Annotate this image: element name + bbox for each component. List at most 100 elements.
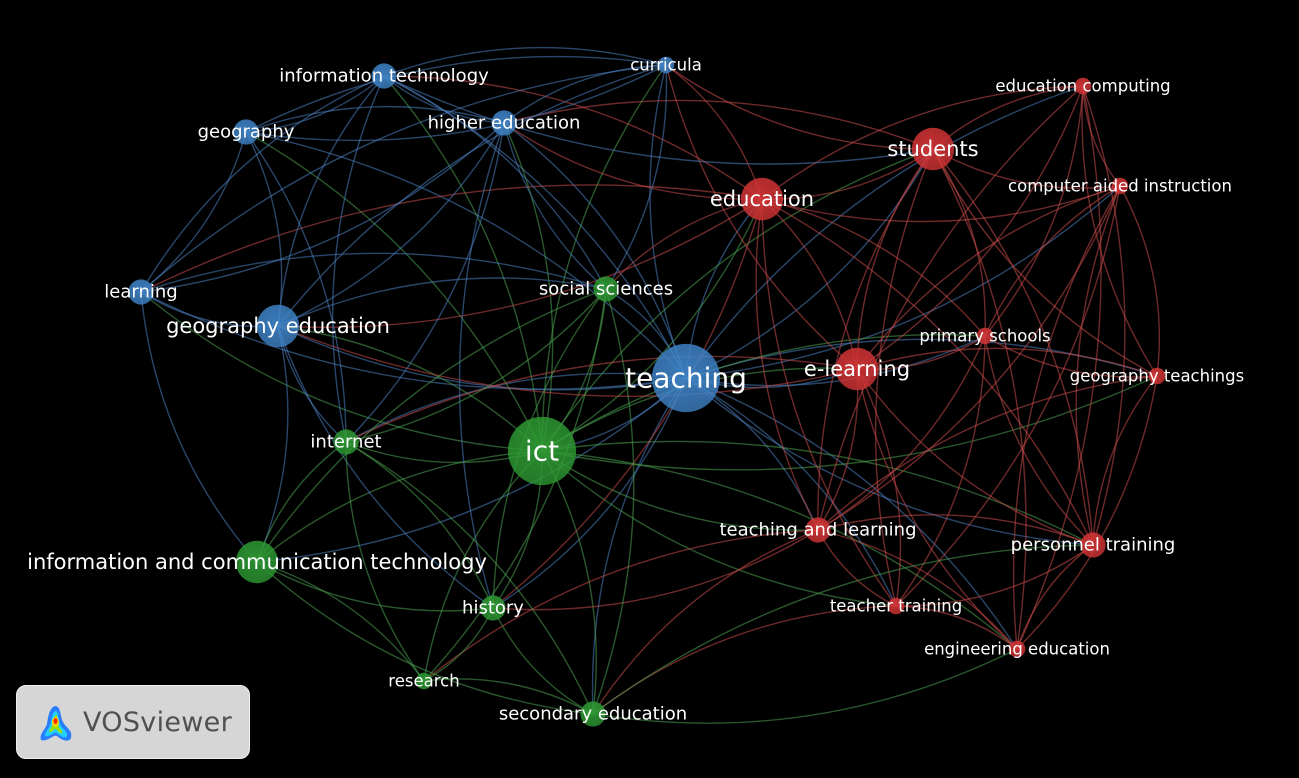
node-information-technology[interactable] — [371, 63, 397, 89]
node-information-and-communication-technology[interactable] — [235, 540, 279, 584]
link-geography--higher-education — [245, 105, 505, 133]
node-teaching[interactable] — [651, 343, 721, 413]
label-geography-teachings[interactable]: geography teachings — [1070, 367, 1244, 386]
node-geography-teachings[interactable] — [1148, 367, 1166, 385]
node-geography-education[interactable] — [256, 304, 300, 348]
link-social-sciences--research — [423, 288, 607, 682]
label-internet[interactable]: internet — [310, 432, 381, 453]
link-ict--geography-education — [277, 325, 543, 452]
node-education-computing[interactable] — [1074, 77, 1092, 95]
link-learning--information-technology — [140, 75, 385, 293]
node-teaching-and-learning[interactable] — [805, 517, 831, 543]
link-students--e-learning — [856, 148, 934, 370]
node-higher-education[interactable] — [491, 110, 517, 136]
link-e-learning--geography-education — [277, 325, 858, 397]
node-history[interactable] — [480, 595, 506, 621]
link-ict--higher-education — [503, 122, 554, 452]
link-students--teacher-training — [874, 148, 934, 607]
link-teaching-and-learning--personnel-training — [817, 514, 1094, 546]
node-geography[interactable] — [233, 119, 259, 145]
link-teaching--geography — [245, 131, 687, 379]
link-ict--teaching-and-learning — [541, 450, 819, 531]
label-ict[interactable]: ict — [525, 435, 559, 468]
node-social-sciences[interactable] — [593, 276, 619, 302]
link-teaching--engineering-education — [685, 377, 1018, 650]
node-internet[interactable] — [333, 429, 359, 455]
label-personnel-training[interactable]: personnel training — [1011, 535, 1176, 556]
label-e-learning[interactable]: e-learning — [804, 357, 910, 381]
node-curricula[interactable] — [657, 56, 675, 74]
label-students[interactable]: students — [887, 137, 978, 161]
link-teaching--history — [492, 377, 687, 609]
label-computer-aided-instruction[interactable]: computer aided instruction — [1008, 177, 1232, 196]
link-social-sciences--secondary-education — [592, 288, 635, 715]
label-geography-education[interactable]: geography education — [166, 314, 390, 338]
label-teaching[interactable]: teaching — [625, 362, 747, 395]
node-education[interactable] — [740, 177, 784, 221]
label-teaching-and-learning[interactable]: teaching and learning — [719, 520, 916, 541]
label-curricula[interactable]: curricula — [630, 56, 702, 75]
label-learning[interactable]: learning — [104, 282, 177, 303]
link-ict--secondary-education — [541, 450, 597, 715]
label-history[interactable]: history — [462, 598, 524, 619]
label-information-and-communication-technology[interactable]: information and communication technology — [27, 550, 487, 574]
link-secondary-education--engineering-education — [592, 648, 1018, 724]
label-geography[interactable]: geography — [198, 122, 295, 143]
label-research[interactable]: research — [388, 672, 459, 691]
link-teaching--computer-aided-instruction — [685, 185, 1121, 379]
link-education--e-learning — [761, 198, 858, 370]
link-information-technology--students — [383, 75, 934, 165]
node-primary-schools[interactable] — [976, 327, 994, 345]
node-teacher-training[interactable] — [887, 597, 905, 615]
node-computer-aided-instruction[interactable] — [1111, 177, 1129, 195]
link-e-learning--education-computing — [856, 85, 1084, 370]
link-teaching--information-and-communication-technology — [256, 377, 687, 563]
label-secondary-education[interactable]: secondary education — [499, 704, 687, 725]
link-ict--personnel-training — [541, 440, 1094, 546]
link-personnel-training--engineering-education — [1016, 544, 1094, 650]
label-education[interactable]: education — [710, 187, 814, 211]
link-higher-education--history — [458, 122, 505, 609]
link-teaching--curricula — [649, 64, 687, 379]
link-primary-schools--personnel-training — [984, 335, 1094, 546]
link-higher-education--internet — [345, 122, 505, 443]
link-geography-education--history — [277, 325, 494, 609]
link-e-learning--internet — [345, 355, 858, 443]
link-ict--teacher-training — [541, 450, 897, 607]
link-ict--curricula — [541, 64, 667, 452]
link-education-computing--personnel-training — [1082, 85, 1126, 546]
node-e-learning[interactable] — [835, 347, 879, 391]
link-e-learning--curricula — [665, 64, 858, 370]
node-ict[interactable] — [507, 416, 577, 486]
link-education-computing--geography-teachings — [1081, 85, 1158, 377]
link-geography-education--curricula — [277, 64, 667, 327]
label-information-technology[interactable]: information technology — [279, 66, 489, 87]
node-learning[interactable] — [128, 279, 154, 305]
link-computer-aided-instruction--primary-schools — [984, 185, 1121, 337]
label-teacher-training[interactable]: teacher training — [830, 597, 962, 616]
label-social-sciences[interactable]: social sciences — [539, 279, 673, 300]
link-education--social-sciences — [605, 198, 763, 290]
node-secondary-education[interactable] — [580, 701, 606, 727]
label-education-computing[interactable]: education computing — [995, 77, 1170, 96]
link-geography-education--social-sciences — [277, 277, 607, 327]
label-primary-schools[interactable]: primary schools — [919, 327, 1050, 346]
label-engineering-education[interactable]: engineering education — [924, 640, 1110, 659]
link-information-technology--higher-education — [383, 75, 505, 124]
link-geography-teachings--teaching-and-learning — [817, 375, 1158, 531]
link-learning--higher-education — [140, 122, 505, 293]
node-personnel-training[interactable] — [1080, 532, 1106, 558]
link-learning--curricula — [140, 64, 667, 293]
link-geography-education--higher-education — [277, 122, 505, 327]
node-research[interactable] — [415, 672, 433, 690]
link-ict--primary-schools — [541, 334, 986, 452]
link-education--information-technology — [383, 75, 763, 200]
node-engineering-education[interactable] — [1008, 640, 1026, 658]
label-higher-education[interactable]: higher education — [428, 113, 581, 134]
link-geography-education--information-and-communication-technology — [256, 325, 289, 563]
link-social-sciences--internet — [345, 288, 607, 443]
link-computer-aided-instruction--engineering-education — [1012, 185, 1121, 650]
link-education--education-computing — [761, 85, 1084, 200]
node-students[interactable] — [911, 127, 955, 171]
